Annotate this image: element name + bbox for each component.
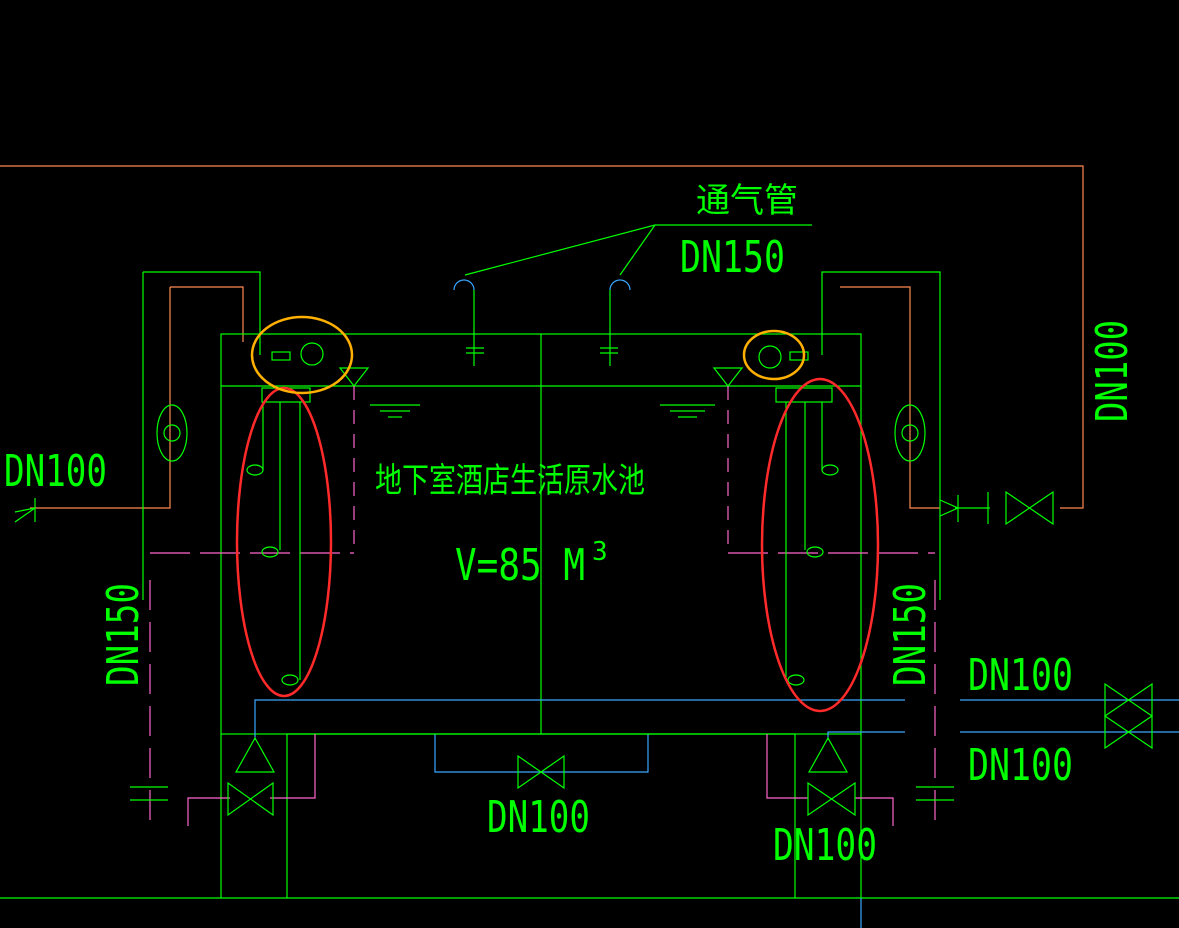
- right-gate-valve: [807, 736, 856, 817]
- right-overflow-size-label: DN100: [1087, 320, 1138, 422]
- right-outlet-valve: [1104, 682, 1153, 750]
- orange-vent-pipe: [0, 165, 1084, 509]
- vent-pipes: [453, 224, 812, 366]
- left-gate-valve: [227, 736, 276, 817]
- right-float-valve: [758, 345, 833, 403]
- cleanout-symbols: [130, 786, 954, 801]
- tank-volume-exponent: 3: [592, 537, 608, 567]
- left-float-highlight: [250, 315, 354, 395]
- right-inlet-valve: [939, 490, 1054, 526]
- right-pipe-lower-size-label: DN100: [968, 740, 1073, 791]
- right-vertical-size-label: DN150: [885, 583, 936, 686]
- left-inlet-size-label: DN100: [4, 446, 107, 497]
- outlet-pipes: [254, 699, 1179, 928]
- bottom-center-size-label: DN100: [487, 792, 590, 843]
- center-gate-valve: [517, 754, 565, 790]
- right-probe-highlight: [760, 377, 880, 713]
- left-level-probes: [246, 402, 301, 686]
- left-overflow-loop: [142, 271, 261, 600]
- vent-label: 通气管: [696, 181, 798, 221]
- tank-name-label: 地下室酒店生活原水池: [375, 461, 645, 501]
- vent-size-label: DN150: [680, 232, 785, 283]
- right-level-probes: [785, 402, 839, 686]
- right-float-highlight: [742, 329, 806, 381]
- left-probe-highlight: [235, 386, 333, 698]
- left-inlet-valve: [14, 498, 36, 523]
- tank-volume-label: V=85 M: [455, 540, 585, 591]
- bottom-right-size-label: DN100: [773, 820, 877, 871]
- right-pipe-upper-size-label: DN100: [968, 650, 1073, 701]
- left-vertical-size-label: DN150: [98, 583, 149, 686]
- right-overflow-loop: [821, 271, 941, 600]
- drain-lines: [149, 580, 936, 826]
